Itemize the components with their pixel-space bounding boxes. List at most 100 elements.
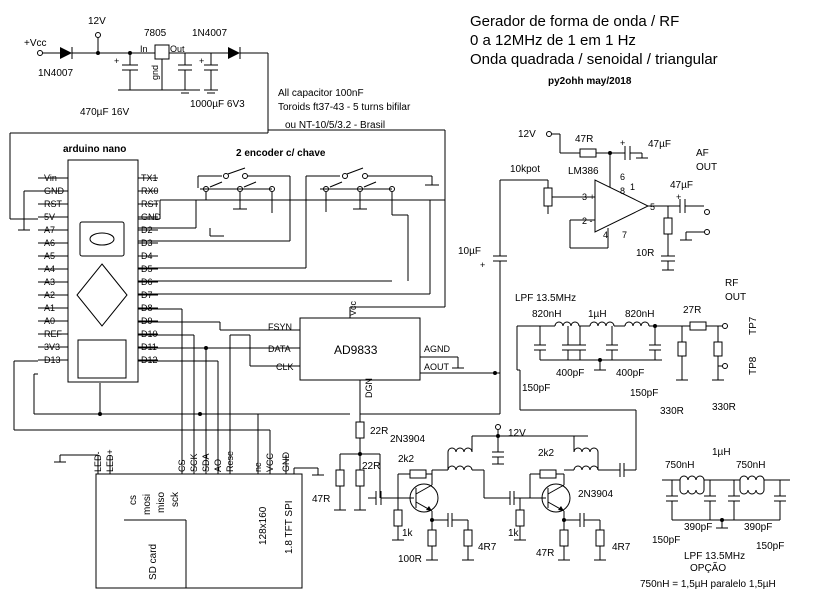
svg-text:OPÇÃO: OPÇÃO [690,561,726,574]
svg-text:DATA: DATA [268,344,291,354]
svg-text:cs: cs [128,495,139,505]
svg-text:330R: 330R [660,406,684,417]
svg-text:5: 5 [650,202,655,212]
lm386 [594,179,650,233]
svg-text:1: 1 [630,182,635,192]
diode2-label: 1N4007 [192,28,227,39]
svg-text:FSYN: FSYN [268,322,292,332]
svg-text:47R: 47R [536,548,554,559]
svg-text:330R: 330R [712,402,736,413]
svg-text:12V: 12V [518,129,536,140]
svg-text:10R: 10R [636,248,654,259]
diode1-label: 1N4007 [38,68,73,79]
svg-text:150pF: 150pF [756,541,784,552]
arduino-usb [79,221,125,257]
title-line2: 0 a 12MHz de 1 em 1 Hz [470,32,636,49]
regulator-7805 [154,44,170,60]
transistor-q2 [541,483,571,513]
svg-text:820nH: 820nH [625,309,654,320]
svg-text:390pF: 390pF [744,522,772,533]
svg-text:1k: 1k [508,528,520,539]
v12-label: 12V [88,16,106,27]
arduino-wiring [13,129,446,455]
diode-d1 [60,47,72,59]
svg-text:LM386: LM386 [568,166,599,177]
svg-text:150pF: 150pF [652,535,680,546]
svg-text:miso: miso [156,491,167,513]
svg-text:47µF: 47µF [648,139,671,150]
svg-text:22R: 22R [362,461,380,472]
svg-text:128x160: 128x160 [258,506,269,545]
svg-text:+: + [676,192,681,202]
encoder-label: 2 encoder c/ chave [236,148,326,159]
svg-text:12V: 12V [508,428,526,439]
vcc-label: +Vcc [24,38,47,49]
svg-text:150pF: 150pF [630,388,658,399]
svg-text:750nH: 750nH [665,460,694,471]
svg-text:7: 7 [622,230,627,240]
title-line1: Gerador de forma de onda / RF [470,13,679,30]
af-amplifier: 12V 47R + 47µF AF OUT 10kpot LM386 3 + 2… [458,129,717,414]
svg-text:8: 8 [620,186,625,196]
svg-text:750nH: 750nH [736,460,765,471]
svg-text:LPF 13.5MHz: LPF 13.5MHz [515,293,576,304]
note-toroids: Toroids ft37-43 - 5 turns bifilar [278,102,411,113]
svg-text:2 -: 2 - [582,216,593,226]
svg-text:sck: sck [170,491,181,507]
cap-1000-label: 1000µF 6V3 [190,99,245,110]
svg-text:10µF: 10µF [458,246,481,257]
cap-470-label: 470µF 16V [80,107,129,118]
svg-text:400pF: 400pF [616,368,644,379]
arduino-chip [76,263,128,327]
pot-10k [543,187,553,207]
svg-text:27R: 27R [683,305,701,316]
svg-text:AOUT: AOUT [424,362,450,372]
encoders [195,167,439,254]
svg-text:2N3904: 2N3904 [578,489,613,500]
svg-text:SD card: SD card [148,544,159,580]
svg-text:CLK: CLK [276,362,294,372]
reg-label: 7805 [144,28,167,39]
svg-text:47R: 47R [312,494,330,505]
svg-text:150pF: 150pF [522,383,550,394]
lpf-optional: 1µH 750nH 750nH 390pF 390pF [640,447,790,590]
svg-text:+: + [199,56,204,66]
svg-text:750nH = 1,5µH paralelo 1,5µH: 750nH = 1,5µH paralelo 1,5µH [640,579,776,590]
svg-text:mosi: mosi [142,494,153,515]
svg-text:1µH: 1µH [588,309,607,320]
svg-text:4: 4 [603,230,608,240]
svg-text:In: In [140,44,148,54]
svg-text:OUT: OUT [725,292,746,303]
svg-text:1k: 1k [402,528,414,539]
title-line3: Onda quadrada / senoidal / triangular [470,51,718,68]
ad9833: AD9833 FSYN DATA CLK Vcc AGND AOUT DGN [268,300,497,414]
svg-text:100R: 100R [398,554,422,565]
svg-text:Vcc: Vcc [348,300,358,316]
svg-text:10kpot: 10kpot [510,164,540,175]
rf-amplifier: 22R 47R 22R 2N3904 2k2 1k [312,369,637,565]
author: py2ohh may/2018 [548,76,632,87]
svg-text:2N3904: 2N3904 [390,434,425,445]
svg-text:LPF 13.5MHz: LPF 13.5MHz [684,551,745,562]
lpf-13-5mhz: LPF 13.5MHz 820nH 1µH 820nH 27R TP7 TP8 … [515,278,759,417]
svg-text:DGN: DGN [364,378,374,398]
note-nt: ou NT-10/5/3.2 - Brasil [285,120,385,131]
svg-text:OUT: OUT [696,162,717,173]
svg-text:47µF: 47µF [670,180,693,191]
ad9833-label: AD9833 [334,343,378,357]
svg-text:+: + [480,260,485,270]
svg-text:400pF: 400pF [556,368,584,379]
svg-text:6: 6 [620,172,625,182]
svg-text:gnd: gnd [150,65,160,80]
svg-text:820nH: 820nH [532,309,561,320]
svg-text:1µH: 1µH [712,447,731,458]
svg-text:1.8 TFT SPI: 1.8 TFT SPI [284,500,295,554]
svg-text:2k2: 2k2 [538,448,555,459]
diode-d2 [228,47,240,59]
svg-text:AGND: AGND [424,344,451,354]
svg-text:4R7: 4R7 [612,542,631,553]
svg-text:2k2: 2k2 [398,454,415,465]
transistor-q1 [409,483,439,513]
